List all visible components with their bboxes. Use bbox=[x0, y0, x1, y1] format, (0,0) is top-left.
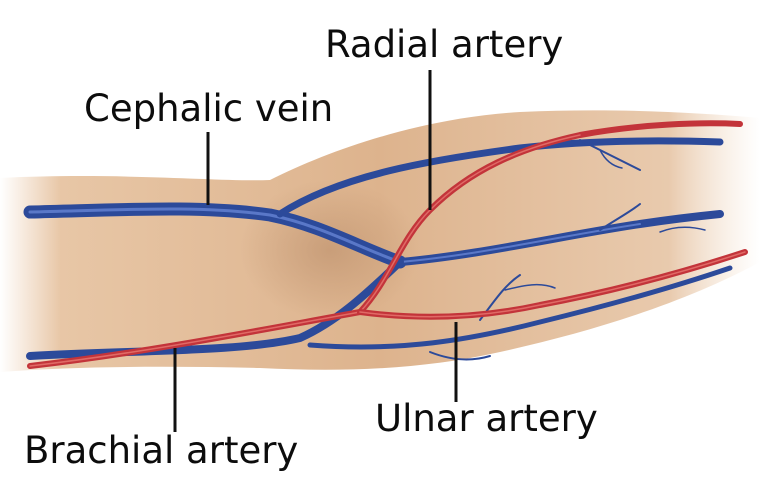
arteries bbox=[27, 120, 748, 369]
leader-lines bbox=[173, 70, 458, 432]
label-radial-artery: Radial artery bbox=[325, 23, 564, 66]
label-ulnar-artery: Ulnar artery bbox=[375, 397, 598, 440]
elbow-shading bbox=[240, 180, 420, 320]
label-brachial-artery: Brachial artery bbox=[24, 429, 299, 472]
vein-upper-forearm bbox=[276, 137, 724, 218]
label-cephalic-vein: Cephalic vein bbox=[84, 87, 334, 130]
vein-lower-forearm bbox=[307, 265, 733, 350]
